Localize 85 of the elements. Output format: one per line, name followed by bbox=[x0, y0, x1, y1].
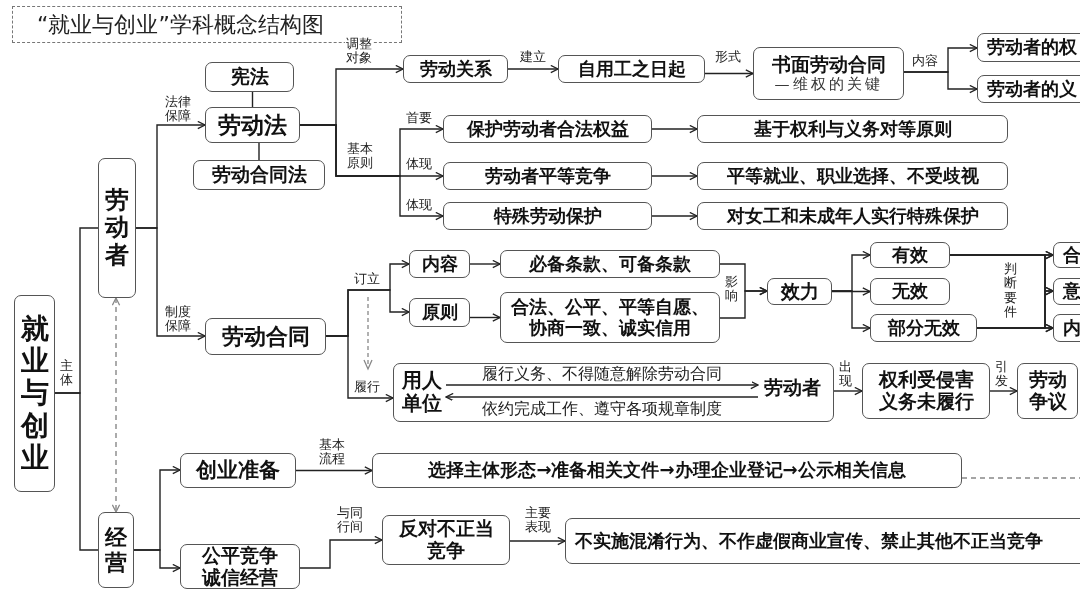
concept-box: 劳动合同 bbox=[205, 318, 326, 355]
concept-box: 宪法 bbox=[205, 62, 294, 92]
branch-label: 基本原则 bbox=[346, 142, 373, 171]
arrow bbox=[719, 286, 768, 319]
concept-box: 劳动合同法 bbox=[193, 160, 325, 190]
concept-box: 对女工和未成年人实行特殊保护 bbox=[697, 202, 1008, 230]
party-label: 用人单位 bbox=[399, 367, 446, 418]
concept-box: 平等就业、职业选择、不受歧视 bbox=[697, 162, 1008, 190]
arrow bbox=[509, 536, 566, 546]
arrow bbox=[833, 386, 863, 396]
edge-label: 首要 bbox=[404, 111, 434, 126]
dashed-line bbox=[961, 477, 1080, 479]
arrow bbox=[133, 549, 181, 573]
edge-label: 体现 bbox=[404, 198, 434, 213]
arrow bbox=[651, 211, 698, 221]
connector-line bbox=[258, 142, 260, 161]
concept-box: 劳动争议 bbox=[1017, 363, 1078, 419]
topic-box: 就业与创业 bbox=[14, 295, 55, 492]
concept-box: 效力 bbox=[767, 278, 832, 305]
concept-box: 权利受侵害义务未履行 bbox=[862, 363, 990, 419]
concept-box: 创业准备 bbox=[180, 453, 296, 488]
concept-box bbox=[753, 47, 904, 100]
edge-label: 制度保障 bbox=[164, 305, 191, 334]
arrow bbox=[831, 290, 871, 333]
concept-box: 内容 bbox=[409, 250, 470, 278]
concept-box: 劳动者的权 bbox=[977, 33, 1080, 62]
edge-label: 内容 bbox=[910, 54, 940, 69]
party-label: 劳动者 bbox=[757, 374, 828, 403]
arrow bbox=[989, 386, 1018, 396]
edge-label: 体现 bbox=[404, 157, 434, 172]
concept-box: 合 bbox=[1053, 242, 1080, 268]
connector-line bbox=[54, 392, 99, 551]
concept-box: 有效 bbox=[870, 242, 950, 268]
arrow bbox=[325, 335, 394, 403]
arrow bbox=[295, 466, 373, 475]
arrow bbox=[976, 323, 1054, 333]
arrow bbox=[651, 171, 698, 181]
edge-label: 履行 bbox=[352, 380, 382, 395]
branch-label: 影响 bbox=[725, 275, 738, 304]
concept-box: 劳动者平等竞争 bbox=[443, 162, 652, 190]
concept-box: 合法、公平、平等自愿、协商一致、诚实信用 bbox=[500, 292, 720, 343]
topic-box: 经营 bbox=[98, 512, 134, 588]
box-heading: 书面劳动合同 bbox=[771, 53, 886, 76]
edge-label: 主要表现 bbox=[524, 506, 551, 535]
concept-box: 基于权利与义务对等原则 bbox=[697, 115, 1008, 143]
branch-label: 主体 bbox=[60, 359, 73, 388]
arrow bbox=[445, 392, 759, 402]
arrow bbox=[651, 124, 698, 134]
arrow bbox=[469, 313, 501, 322]
concept-box: 反对不正当竞争 bbox=[382, 515, 510, 565]
arrow bbox=[469, 259, 501, 269]
arrow bbox=[299, 535, 383, 569]
edge-label: 基本流程 bbox=[318, 438, 345, 467]
concept-box: 劳动者的义 bbox=[977, 75, 1080, 103]
edge-label: 出现 bbox=[839, 360, 852, 389]
concept-box: 劳动法 bbox=[205, 107, 300, 143]
branch-label: 订立 bbox=[352, 272, 382, 287]
concept-box: 自用工之日起 bbox=[558, 55, 705, 83]
concept-box: 不实施混淆行为、不作虚假商业宣传、禁止其他不正当竞争 bbox=[565, 518, 1080, 564]
box-subtitle: —维权的关键 bbox=[774, 75, 883, 94]
concept-box: 公平竞争诚信经营 bbox=[180, 544, 300, 589]
concept-box: 部分无效 bbox=[870, 314, 977, 342]
concept-box: 内 bbox=[1053, 314, 1080, 342]
concept-box: 选择主体形态→准备相关文件→办理企业登记→公示相关信息 bbox=[372, 453, 962, 488]
concept-box: 必备条款、可备条款 bbox=[500, 250, 720, 278]
relation-box bbox=[393, 363, 834, 422]
branch-label: 判断要件 bbox=[1004, 262, 1017, 320]
edge-label: 法律保障 bbox=[164, 95, 191, 124]
concept-box: 无效 bbox=[870, 278, 950, 305]
topic-box: 劳动者 bbox=[98, 158, 136, 298]
edge-label: 建立 bbox=[518, 50, 548, 65]
concept-box: 劳动关系 bbox=[403, 55, 508, 83]
concept-box: 保护劳动者合法权益 bbox=[443, 115, 652, 143]
edge-label: 形式 bbox=[713, 50, 743, 65]
arrow bbox=[445, 380, 759, 390]
arrow bbox=[903, 71, 978, 94]
concept-box: 特殊劳动保护 bbox=[443, 202, 652, 230]
arrow bbox=[299, 124, 444, 221]
edge-label: 与同行间 bbox=[336, 506, 363, 535]
concept-box: 原则 bbox=[409, 298, 470, 327]
arrow bbox=[135, 227, 206, 341]
dashed-arrow bbox=[111, 297, 121, 513]
edge-label: 引发 bbox=[995, 360, 1008, 389]
arrow bbox=[507, 64, 559, 74]
arrow bbox=[704, 69, 754, 78]
